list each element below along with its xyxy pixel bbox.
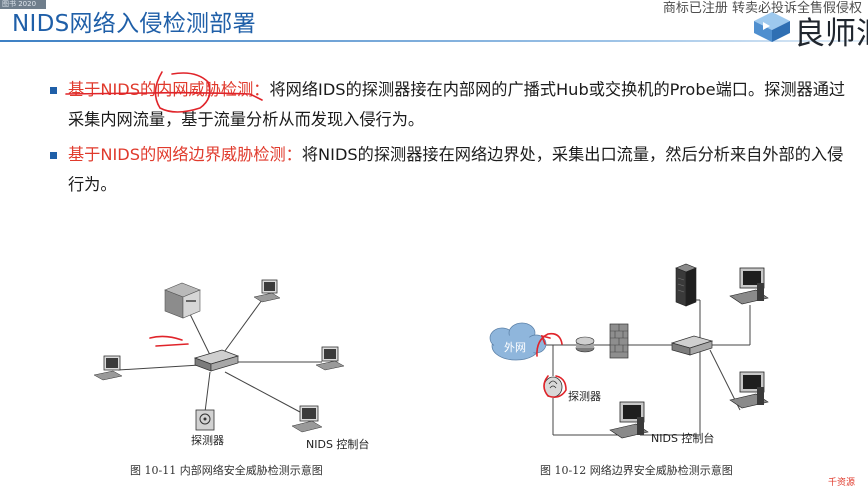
switch-icon: [193, 349, 240, 372]
switch-icon: [670, 335, 714, 356]
nids-console-icon: [609, 401, 649, 439]
slide-title: NIDS网络入侵检测部署: [12, 11, 256, 37]
bullet-square-icon: [50, 87, 57, 94]
desktop-pc-icon: [729, 267, 769, 305]
corner-mark: 千资源: [828, 478, 856, 488]
brand-logo: 良师汇: [752, 10, 868, 52]
title-divider: [0, 40, 868, 42]
console-label: NIDS 控制台: [651, 432, 715, 445]
bullet-square-icon: [50, 152, 57, 159]
sensor-label: 探测器: [191, 434, 224, 447]
nids-console-icon: [291, 405, 323, 433]
sensor-label: 探测器: [568, 390, 601, 403]
desktop-pc-icon: [253, 279, 281, 303]
watermark-text: 商标已注册 转卖必投诉全售假侵权: [662, 1, 862, 16]
bullet-label: 基于NIDS的网络边界威胁检测：: [68, 145, 302, 164]
sensor-icon: [543, 376, 563, 398]
bullet-body: 将网络IDS的探测器接在内部网的广播式Hub或交换机的Probe端口。探测器通过…: [68, 80, 846, 129]
server-icon: [675, 263, 697, 307]
sensor-icon: [195, 409, 215, 431]
corner-tag: 图书 2020: [0, 0, 46, 9]
desktop-pc-icon: [729, 371, 769, 409]
logo-text: 良师汇: [794, 16, 868, 52]
desktop-pc-icon: [93, 355, 123, 381]
logo-icon: [754, 12, 790, 42]
server-icon: [164, 282, 201, 319]
router-icon: [575, 336, 595, 353]
desktop-pc-icon: [315, 346, 345, 371]
firewall-icon: [609, 323, 629, 359]
figure-caption: 图 10-11 内部网络安全威胁检测示意图: [130, 464, 323, 477]
bullet-border-detection: 基于NIDS的网络边界威胁检测：将NIDS的探测器接在网络边界处，采集出口流量，…: [46, 140, 854, 200]
figure-caption: 图 10-12 网络边界安全威胁检测示意图: [540, 464, 733, 477]
cloud-label: 外网: [504, 341, 526, 354]
console-label: NIDS 控制台: [306, 438, 370, 451]
bullet-body: 将NIDS的探测器接在网络边界处，采集出口流量，然后分析来自外部的入侵行为。: [68, 145, 844, 194]
bullet-text: 基于NIDS的网络边界威胁检测：将NIDS的探测器接在网络边界处，采集出口流量，…: [46, 140, 854, 200]
